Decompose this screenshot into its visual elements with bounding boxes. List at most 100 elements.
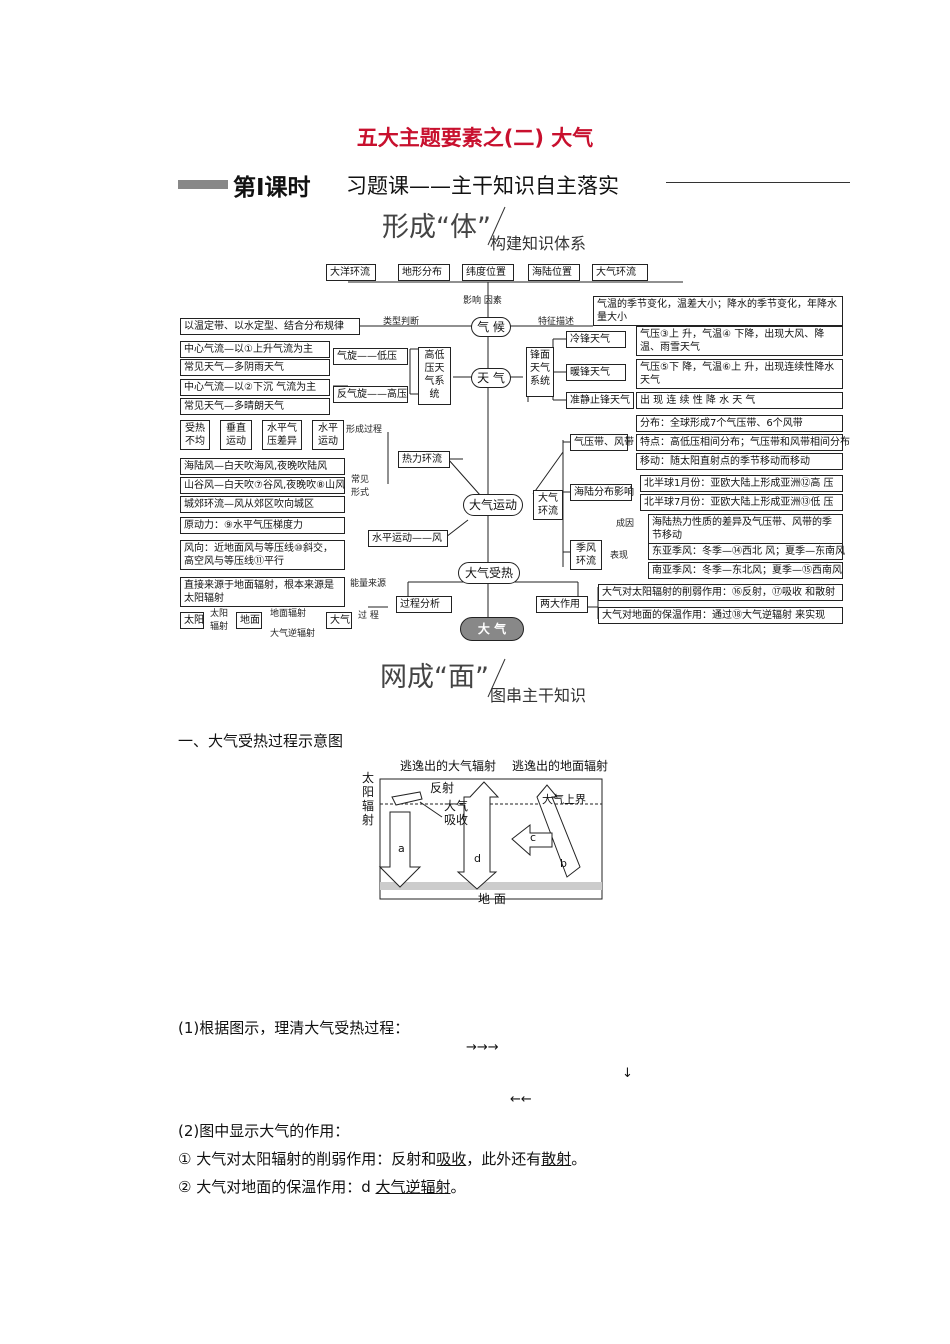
process-label: 过 程 xyxy=(358,611,379,621)
rad-air: 大气 xyxy=(326,612,352,629)
cyclone-box: 气旋——低压 xyxy=(333,348,408,365)
label-d: d xyxy=(474,852,481,865)
lesson-header: 第Ⅰ课时 习题课——主干知识自主落实 xyxy=(178,168,850,201)
front-system: 锋面天气系统 xyxy=(526,347,554,397)
stationary-front: 准静止锋天气 xyxy=(566,392,634,409)
process-arrows-left: ←← xyxy=(510,1092,532,1107)
lesson-subtitle: 习题课——主干知识自主落实 xyxy=(346,174,619,198)
factor-terrain: 地形分布 xyxy=(398,264,450,281)
rad-sun: 太阳 xyxy=(180,612,204,629)
factor-label: 影响 因素 xyxy=(463,296,502,306)
upper-label: 大气上界 xyxy=(542,793,586,806)
anticyclone-box: 反气旋——高压 xyxy=(333,386,408,403)
rad-back-arrow-label: 大气逆辐射 xyxy=(270,629,316,639)
role-a-prefix: ① 大气对太阳辐射的削弱作用：反射和 xyxy=(178,1150,437,1168)
root-node: 大 气 xyxy=(460,617,524,641)
belts-feature: 特点：高低压相间分布；气压带和风带相间分布 xyxy=(636,434,850,451)
heating-node: 大气受热 xyxy=(458,562,520,584)
pressure-system: 高低压天气系统 xyxy=(418,347,451,405)
lesson-number: 第Ⅰ课时 xyxy=(233,175,311,201)
belts-movement: 移动：随太阳直射点的季节移动而移动 xyxy=(636,453,843,470)
valley-breeze: 山谷风—白天吹⑦谷风,夜晚吹⑧山风 xyxy=(180,477,345,494)
role-b-prefix: ② 大气对地面的保温作用：d xyxy=(178,1178,376,1196)
atmospheric-circulation: 大气环流 xyxy=(533,490,563,520)
absorb-label: 大气吸收 xyxy=(444,799,469,827)
page-title: 五大主题要素之(二) 大气 xyxy=(356,126,594,150)
reflect-label: 反射 xyxy=(430,781,455,795)
climate-node: 气 候 xyxy=(471,317,511,337)
monsoon: 季风环流 xyxy=(570,540,602,570)
section2-slash xyxy=(487,658,506,698)
section2-heading: 网成“面” xyxy=(380,662,489,693)
escape-atmos-label: 逃逸出的大气辐射 xyxy=(400,759,497,773)
role-a-mid: ，此外还有 xyxy=(466,1150,542,1168)
section1-subheading: 构建知识体系 xyxy=(490,234,587,253)
common-label: 常见形式 xyxy=(351,475,370,498)
urban-circulation: 城郊环流—风从郊区吹向城区 xyxy=(180,496,345,513)
thermal-step-2: 垂直运动 xyxy=(220,420,252,450)
pressure-belts: 气压带、风带 xyxy=(570,434,634,451)
two-roles: 两大作用 xyxy=(536,596,588,613)
role-a-answer-1: 吸收 xyxy=(436,1150,467,1168)
cyclone-weather: 常见天气—多阴雨天气 xyxy=(180,359,330,376)
climate-rule: 以温定带、以水定型、结合分布规律 xyxy=(180,318,360,335)
escape-ground-label: 逃逸出的地面辐射 xyxy=(512,759,609,773)
role-b-answer: 大气逆辐射 xyxy=(375,1178,451,1196)
horizontal-motion: 水平运动——风 xyxy=(368,530,448,547)
belts-distribution: 分布：全球形成7个气压带、6个风带 xyxy=(636,415,843,432)
label-a: a xyxy=(398,842,405,855)
cold-front: 冷锋天气 xyxy=(566,331,626,348)
anticyclone-airflow: 中心气流—以②下沉 气流为主 xyxy=(180,379,330,396)
heating-diagram: 逃逸出的大气辐射 逃逸出的地面辐射 太阳辐射 反射 大气吸收 大气上界 a d … xyxy=(362,757,622,907)
thermal-step-3: 水平气压差异 xyxy=(262,420,302,450)
section1-heading: 形成“体” xyxy=(382,212,491,243)
factor-latitude: 纬度位置 xyxy=(462,264,514,281)
question-1: (1)根据图示，理清大气受热过程： xyxy=(178,1019,410,1037)
south-asia-monsoon: 南亚季风：冬季—东北风；夏季—⑮西南风 xyxy=(648,562,843,579)
wind-direction: 风向：近地面风与等压线⑩斜交，高空风与等压线⑪平行 xyxy=(180,540,345,570)
energy-label: 能量来源 xyxy=(350,579,387,589)
role-b-end: 。 xyxy=(450,1178,466,1196)
rad-ground: 地面 xyxy=(236,612,262,629)
thermal-step-1: 受热不均 xyxy=(180,420,210,450)
role-b-line: ② 大气对地面的保温作用：d 大气逆辐射。 xyxy=(178,1176,466,1197)
factor-sea-land: 海陆位置 xyxy=(528,264,580,281)
rad-sun-arrow-label: 太阳辐射 xyxy=(210,609,229,632)
sea-land-effect: 海陆分布影响 xyxy=(570,484,634,501)
warm-front-desc: 气压⑤下 降，气温⑥上 升，出现连续性降水天气 xyxy=(636,359,843,389)
process-arrow-down: ↓ xyxy=(622,1066,633,1081)
process-arrows-right: →→→ xyxy=(466,1040,499,1055)
anticyclone-weather: 常见天气—多晴朗天气 xyxy=(180,398,330,415)
thermal-step-4: 水平运动 xyxy=(312,420,344,450)
role-a-answer-2: 散射 xyxy=(541,1150,572,1168)
sea-land-breeze: 海陆风—白天吹海风,夜晚吹陆风 xyxy=(180,458,345,475)
warm-front: 暖锋天气 xyxy=(566,364,626,381)
factor-circulation: 大气环流 xyxy=(592,264,648,281)
lesson-bar xyxy=(178,180,228,189)
process-analysis: 过程分析 xyxy=(396,596,452,613)
rad-ground-arrow-label: 地面辐射 xyxy=(270,609,307,619)
feature-label: 特征描述 xyxy=(538,317,575,327)
label-c: c xyxy=(530,831,537,844)
cold-front-desc: 气压③上 升，气温④ 下降，出现大风、降温、雨雪天气 xyxy=(636,326,843,356)
mindmap: 大洋环流 地形分布 纬度位置 海陆位置 大气环流 影响 因素 以温定带、以水定型… xyxy=(178,262,850,650)
july-effect: 北半球7月份：亚欧大陆上形成亚洲⑬低 压 xyxy=(640,494,843,511)
stationary-front-desc: 出 现 连 续 性 降 水 天 气 xyxy=(636,392,843,409)
thermal-circulation: 热力环流 xyxy=(398,451,450,468)
january-effect: 北半球1月份：亚欧大陆上形成亚洲⑫高 压 xyxy=(640,475,843,492)
cause-label: 成因 xyxy=(616,519,635,529)
heating-diagram-graphic xyxy=(378,778,603,900)
weather-node: 天 气 xyxy=(471,368,511,388)
cyclone-airflow: 中心气流—以①上升气流为主 xyxy=(180,341,330,358)
question-2: (2)图中显示大气的作用： xyxy=(178,1122,350,1140)
thermal-label: 形成过程 xyxy=(346,425,383,435)
show-label: 表现 xyxy=(610,551,629,561)
factor-ocean-current: 大洋环流 xyxy=(326,264,376,281)
monsoon-cause: 海陆热力性质的差异及气压带、风带的季节移动 xyxy=(648,514,843,544)
east-asia-monsoon: 东亚季风：冬季—⑭西北 风；夏季—东南风 xyxy=(648,543,845,560)
label-b: b xyxy=(560,857,567,870)
lesson-rule xyxy=(666,182,850,183)
motion-node: 大气运动 xyxy=(463,494,523,516)
type-label: 类型判断 xyxy=(383,317,420,327)
role-a-end: 。 xyxy=(571,1150,587,1168)
